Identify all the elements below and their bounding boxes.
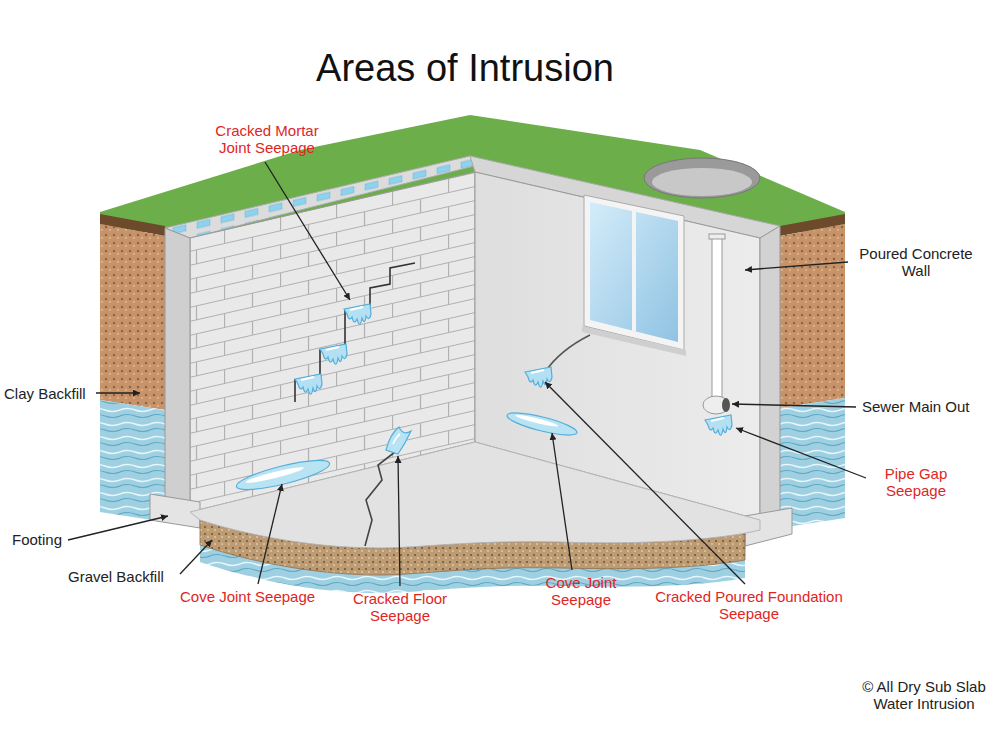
leader-line [736,428,866,478]
window-well-inner [652,168,752,196]
window-frame [584,195,684,350]
window [582,195,686,356]
cracks [295,263,590,546]
callout-label: Pipe Gap Seepage [870,465,962,499]
seepage-puddle [234,455,332,496]
floor [190,442,760,593]
callout-label: Cracked Mortar Joint Seepage [202,122,332,156]
callout-label: Cove Joint Seepage [533,574,629,608]
leader-line [745,262,848,270]
leader-lines [68,162,866,586]
callout-label: Cracked Poured Foundation Seepage [643,588,855,622]
clay-backfill [780,224,845,408]
window-sill [582,326,686,356]
pipe-elbow [703,396,729,414]
leader-line [732,404,856,407]
seepage-drip [320,344,347,364]
basement-floor [190,442,760,548]
leader-line [180,540,212,574]
clay-backfill [100,224,165,410]
block-wall-edge [165,228,190,512]
part-label: Clay Backfill [4,385,96,402]
leader-line [265,162,350,300]
floor-crack [365,452,395,546]
sewer-pipe [703,234,730,414]
pipe [712,236,722,398]
mortar-crack [295,263,415,402]
copyright-note: © All Dry Sub Slab Water Intrusion [852,678,996,712]
leader-line [398,456,400,586]
callout-label: Cove Joint Seepage [180,588,340,605]
window-mullion [632,211,636,331]
leader-line [552,433,572,570]
seepage [234,304,732,495]
leader-line [96,392,140,393]
window-well-rim [644,158,760,198]
seepage-splash [386,427,411,454]
part-label: Footing [12,531,68,548]
seepage-puddle [505,408,578,439]
part-label: Poured Concrete Wall [852,245,980,279]
callout-label: Cracked Floor Seepage [342,590,458,624]
seepage-drip [295,374,322,394]
window-well [644,158,760,198]
diagram-title: Areas of Intrusion [0,46,930,90]
leader-line [68,516,168,540]
pipe-cap [709,234,725,239]
leader-line [258,484,282,584]
pipe-opening [722,398,730,412]
seepage-drip [705,415,732,435]
part-label: Sewer Main Out [862,398,992,415]
wall-crack [545,335,590,372]
part-label: Gravel Backfill [68,568,180,585]
poured-wall-edge [760,226,780,535]
seepage-drip [344,304,371,324]
leader-line [545,382,745,584]
window-glass [590,202,678,342]
